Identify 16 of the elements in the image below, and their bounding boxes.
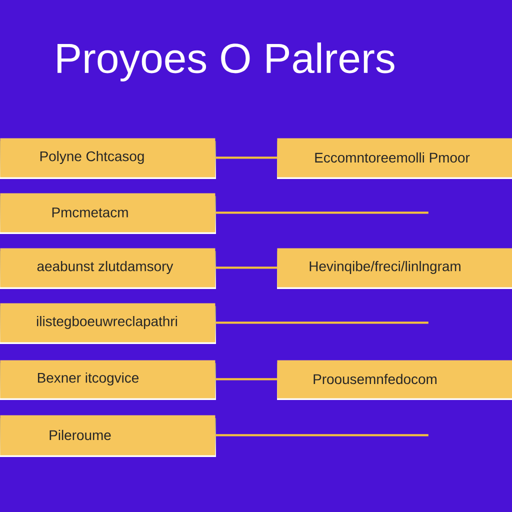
title: Proyoes O Palrers (58, 42, 394, 82)
label-box: Pmcmetacm (0, 193, 216, 234)
connector-line (215, 434, 428, 436)
label-box: Eccomntoreemolli Pmoor (277, 138, 512, 179)
label-box: Polyne Chtcasog (0, 138, 216, 179)
connector-line (215, 212, 428, 214)
connector-line (215, 322, 428, 324)
label-box: aeabunst zlutdamsory (0, 248, 216, 289)
label-box: Hevinqibe/freci/linlngram (277, 248, 512, 289)
label-box: Proousemnfedocom (277, 360, 512, 400)
connector-line (215, 378, 277, 380)
connector-line (215, 266, 277, 269)
label-box: ilistegboeuwreclapathri (0, 303, 216, 344)
connector-line (215, 156, 277, 159)
label-box: Pileroume (0, 415, 216, 457)
label-box: Bexner itcogvice (0, 360, 216, 400)
